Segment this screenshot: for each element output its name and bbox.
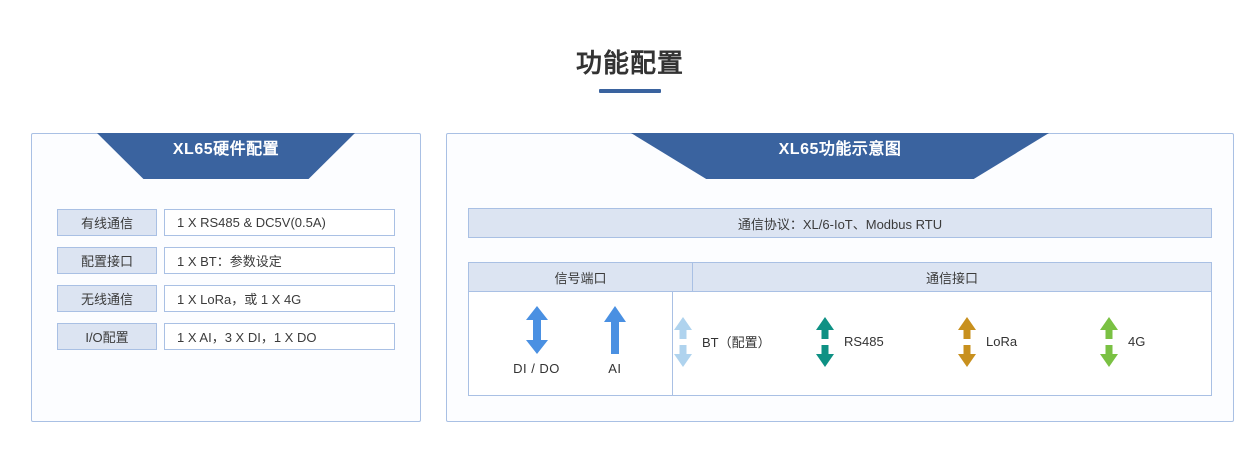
spec-value-wired: 1 X RS485 & DC5V(0.5A)	[164, 209, 395, 236]
column-header-signal-port: 信号端口	[469, 263, 693, 291]
spec-label-wireless: 无线通信	[57, 285, 157, 312]
io-table-header: 信号端口 通信接口	[469, 263, 1211, 292]
spec-value-io: 1 X AI，3 X DI，1 X DO	[164, 323, 395, 350]
hardware-config-panel: XL65硬件配置 有线通信 1 X RS485 & DC5V(0.5A) 配置接…	[31, 133, 421, 422]
spec-label-io: I/O配置	[57, 323, 157, 350]
list-item: 4G	[1099, 316, 1211, 368]
table-row: 配置接口 1 X BT：参数设定	[57, 247, 395, 274]
function-diagram-panel: XL65功能示意图 通信协议：XL/6-IoT、Modbus RTU 信号端口 …	[446, 133, 1234, 422]
arrow-up-icon	[602, 305, 628, 355]
io-table: 信号端口 通信接口 DI / DO	[468, 262, 1212, 396]
table-row: I/O配置 1 X AI，3 X DI，1 X DO	[57, 323, 395, 350]
list-item: DI / DO	[513, 305, 560, 376]
column-header-comm-port: 通信接口	[925, 270, 978, 286]
double-arrow-up-down-icon	[524, 305, 550, 355]
split-arrow-up-down-icon	[815, 316, 835, 368]
split-arrow-up-down-icon	[1099, 316, 1119, 368]
spec-value-wireless: 1 X LoRa，或 1 X 4G	[164, 285, 395, 312]
spec-label-wired: 有线通信	[57, 209, 157, 236]
list-item: AI	[602, 305, 628, 376]
list-item: BT（配置）	[673, 316, 785, 368]
signal-port-group: DI / DO AI	[469, 292, 673, 395]
panels-container: XL65硬件配置 有线通信 1 X RS485 & DC5V(0.5A) 配置接…	[0, 133, 1260, 422]
comm-label-bt: BT（配置）	[702, 335, 771, 350]
port-label-di-do: DI / DO	[513, 361, 560, 376]
comm-label-4g: 4G	[1128, 334, 1146, 349]
port-label-ai: AI	[608, 361, 622, 376]
hardware-spec-list: 有线通信 1 X RS485 & DC5V(0.5A) 配置接口 1 X BT：…	[57, 209, 395, 350]
title-underline	[599, 89, 661, 94]
spec-value-config-port: 1 X BT：参数设定	[164, 247, 395, 274]
spec-label-config-port: 配置接口	[57, 247, 157, 274]
comm-label-lora: LoRa	[986, 334, 1018, 349]
comm-interface-group: BT（配置） RS485	[673, 292, 1211, 395]
io-table-body: DI / DO AI	[469, 292, 1211, 395]
table-row: 无线通信 1 X LoRa，或 1 X 4G	[57, 285, 395, 312]
list-item: LoRa	[957, 316, 1069, 368]
function-diagram-banner: XL65功能示意图	[631, 133, 1049, 179]
list-item: RS485	[815, 316, 927, 368]
split-arrow-up-down-icon	[957, 316, 977, 368]
split-arrow-up-down-icon	[673, 316, 693, 368]
table-row: 有线通信 1 X RS485 & DC5V(0.5A)	[57, 209, 395, 236]
comm-label-rs485: RS485	[844, 334, 884, 349]
hardware-config-banner: XL65硬件配置	[97, 133, 355, 179]
page-header: 功能配置	[0, 0, 1260, 94]
page-title: 功能配置	[575, 48, 684, 78]
protocol-bar: 通信协议：XL/6-IoT、Modbus RTU	[468, 208, 1212, 238]
